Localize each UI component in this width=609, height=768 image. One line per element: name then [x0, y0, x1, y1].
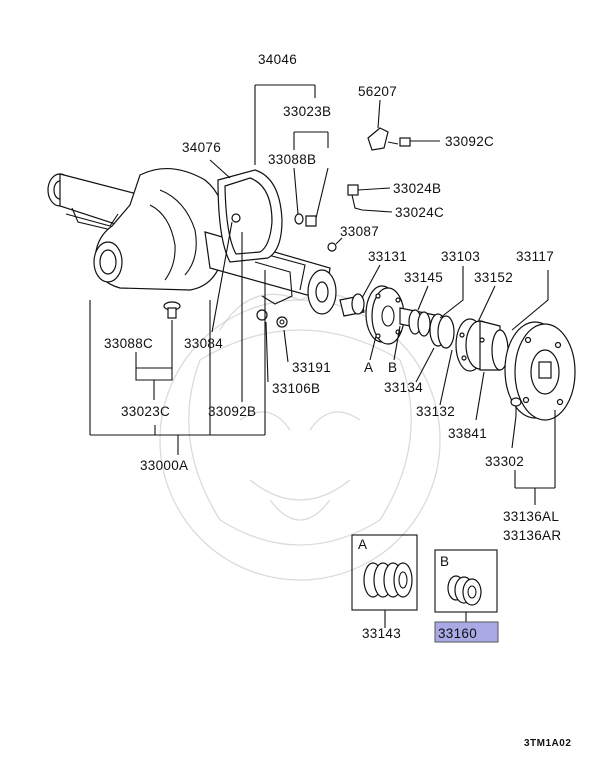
label-33087[interactable]: 33087 — [340, 224, 379, 239]
plug-33088b — [294, 213, 317, 227]
breather-bracket — [367, 127, 411, 151]
label-a[interactable]: A — [364, 360, 373, 375]
label-33092b[interactable]: 33092B — [208, 404, 256, 419]
label-33103[interactable]: 33103 — [441, 249, 480, 264]
breather-hose — [347, 184, 363, 211]
label-33088b[interactable]: 33088B — [268, 152, 316, 167]
axle-housing — [47, 167, 337, 315]
label-56207[interactable]: 56207 — [358, 84, 397, 99]
label-33143[interactable]: 33143 — [362, 626, 401, 641]
wheel-flange-disc — [504, 321, 576, 421]
box-b-label: B — [440, 554, 449, 569]
box-a-label: A — [358, 537, 367, 552]
label-33092c[interactable]: 33092C — [445, 134, 494, 149]
bolt-33106b — [256, 309, 288, 328]
label-33131[interactable]: 33131 — [368, 249, 407, 264]
label-33136al[interactable]: 33136AL — [503, 509, 559, 524]
hub-assembly — [455, 318, 509, 372]
label-33841[interactable]: 33841 — [448, 426, 487, 441]
label-33088c[interactable]: 33088C — [104, 336, 153, 351]
label-33117[interactable]: 33117 — [516, 249, 554, 264]
label-33000a[interactable]: 33000A — [140, 458, 188, 473]
label-33023b[interactable]: 33023B — [283, 104, 331, 119]
label-34046[interactable]: 34046 — [258, 52, 297, 67]
label-33191[interactable]: 33191 — [292, 360, 331, 375]
label-33132[interactable]: 33132 — [416, 404, 455, 419]
nut-33087 — [327, 242, 337, 252]
label-34076[interactable]: 34076 — [182, 140, 221, 155]
label-33302[interactable]: 33302 — [485, 454, 524, 469]
diagram-code: 3TM1A02 — [524, 738, 571, 749]
label-33106b[interactable]: 33106B — [272, 381, 320, 396]
label-33084[interactable]: 33084 — [184, 336, 223, 351]
part-labels: 34046 33023B 56207 33092C 34076 33088B 3… — [104, 52, 571, 749]
label-b[interactable]: B — [388, 360, 397, 375]
label-33145[interactable]: 33145 — [404, 270, 443, 285]
label-33136ar[interactable]: 33136AR — [503, 528, 561, 543]
diff-cover — [217, 169, 283, 263]
label-33024b[interactable]: 33024B — [393, 181, 441, 196]
box-b-bearing-kit — [434, 549, 498, 622]
label-33023c[interactable]: 33023C — [121, 404, 170, 419]
label-33152[interactable]: 33152 — [474, 270, 513, 285]
label-33024c[interactable]: 33024C — [395, 205, 444, 220]
box-a-seal-kit — [351, 534, 418, 628]
label-33134[interactable]: 33134 — [384, 380, 423, 395]
hub-bolt — [510, 397, 522, 416]
highlight-33160[interactable] — [434, 621, 499, 643]
leader-lines — [89, 84, 556, 505]
watermark-emblem — [159, 293, 441, 581]
axle-shaft-assembly — [339, 285, 455, 349]
label-33160[interactable]: 33160 — [438, 626, 477, 641]
filler-plug-icon — [231, 213, 241, 223]
plug-33088c — [163, 301, 181, 319]
